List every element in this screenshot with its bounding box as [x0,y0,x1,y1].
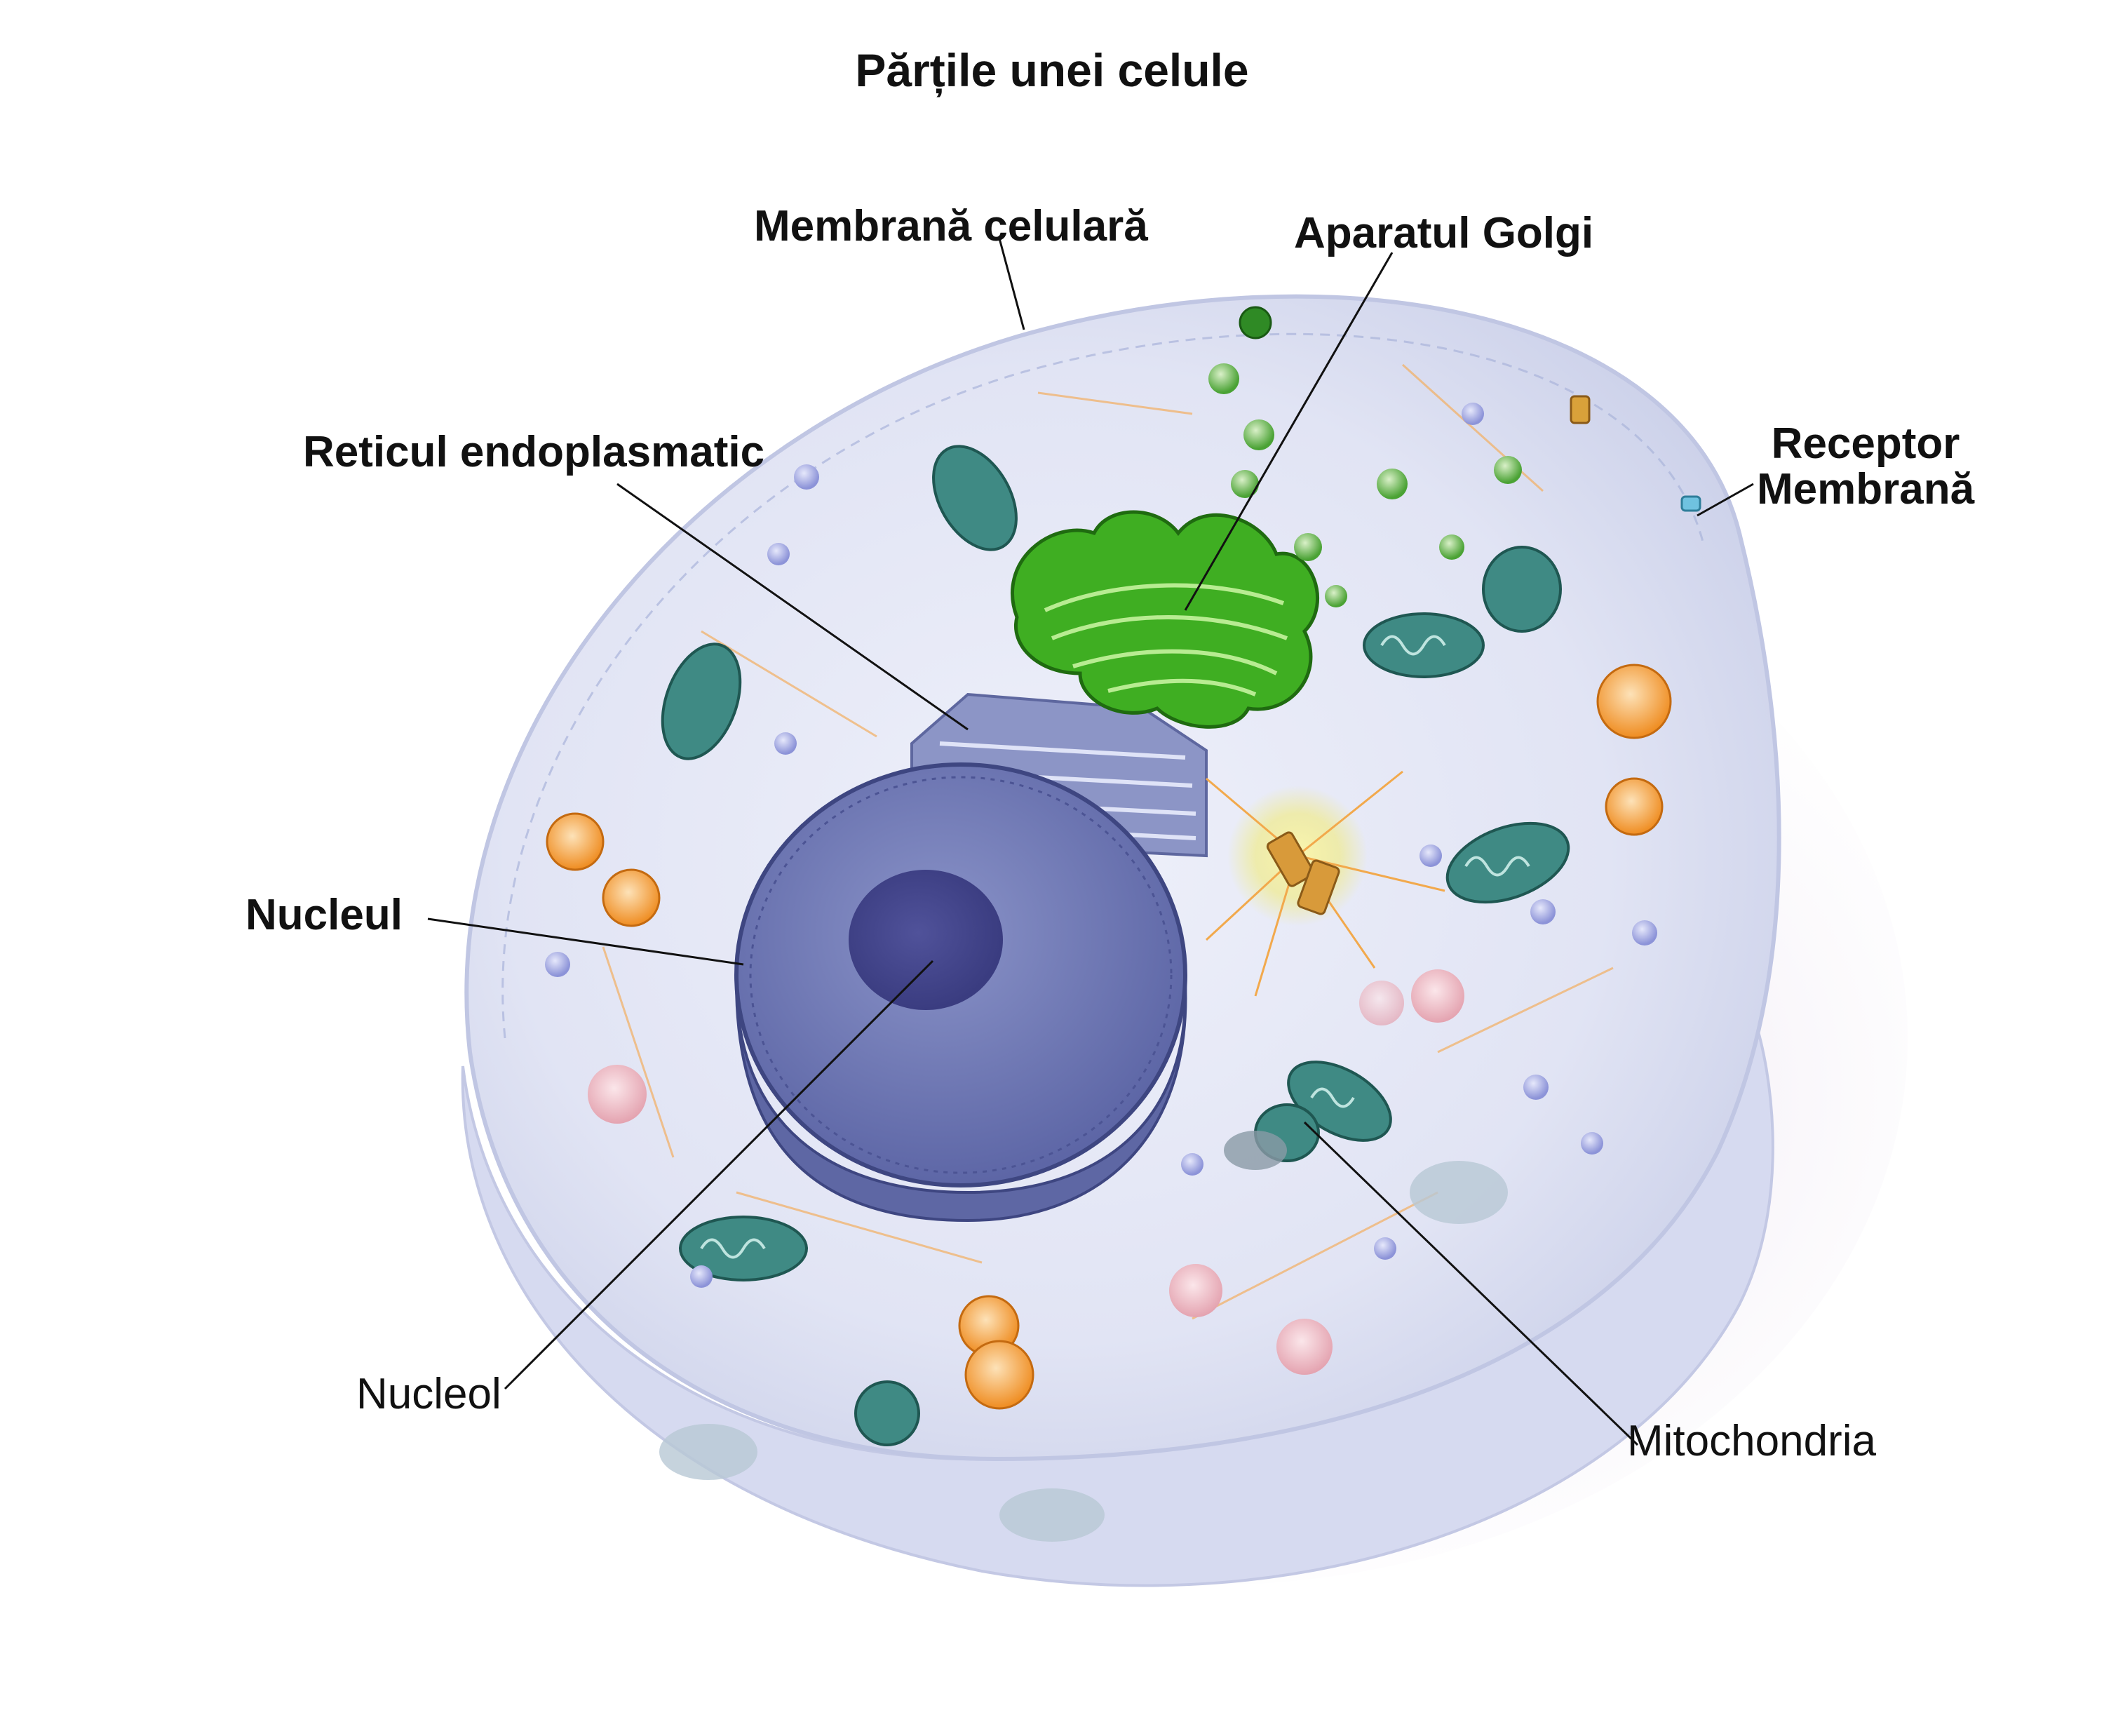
label-golgi: Aparatul Golgi [1294,209,1594,257]
leader-lines [427,238,1754,1446]
membrane-proteins [1570,395,1701,512]
bottom-vesicles [659,1131,1508,1542]
page-title: Părțile unei celule [855,44,1249,96]
mitochondria-cristae [700,635,1530,1259]
label-nucleolus: Nucleol [356,1370,501,1418]
membrane-fibers [501,332,1706,1039]
cytoskeleton [602,363,1614,1320]
cell-side [461,911,1774,1587]
label-mitochondria: Mitochondria [1627,1417,1876,1465]
nucleolus-shape [849,870,1003,1010]
label-nucleus: Nucleul [245,891,403,939]
centrosome-shape [1205,770,1445,997]
golgi-shape [1011,510,1319,729]
label-receptor-line2: Membrană [1757,465,1975,514]
blue-vesicles [545,403,1657,1288]
pink-vesicles [588,969,1464,1375]
label-er: Reticul endoplasmatic [303,428,765,476]
label-receptor-line1: Receptor [1771,419,1960,468]
green-vesicles [1208,306,1522,607]
lysosomes [546,664,1672,1410]
label-cell-membrane: Membrană celulară [754,202,1148,250]
label-receptor: Receptor Membrană [1757,421,1974,512]
